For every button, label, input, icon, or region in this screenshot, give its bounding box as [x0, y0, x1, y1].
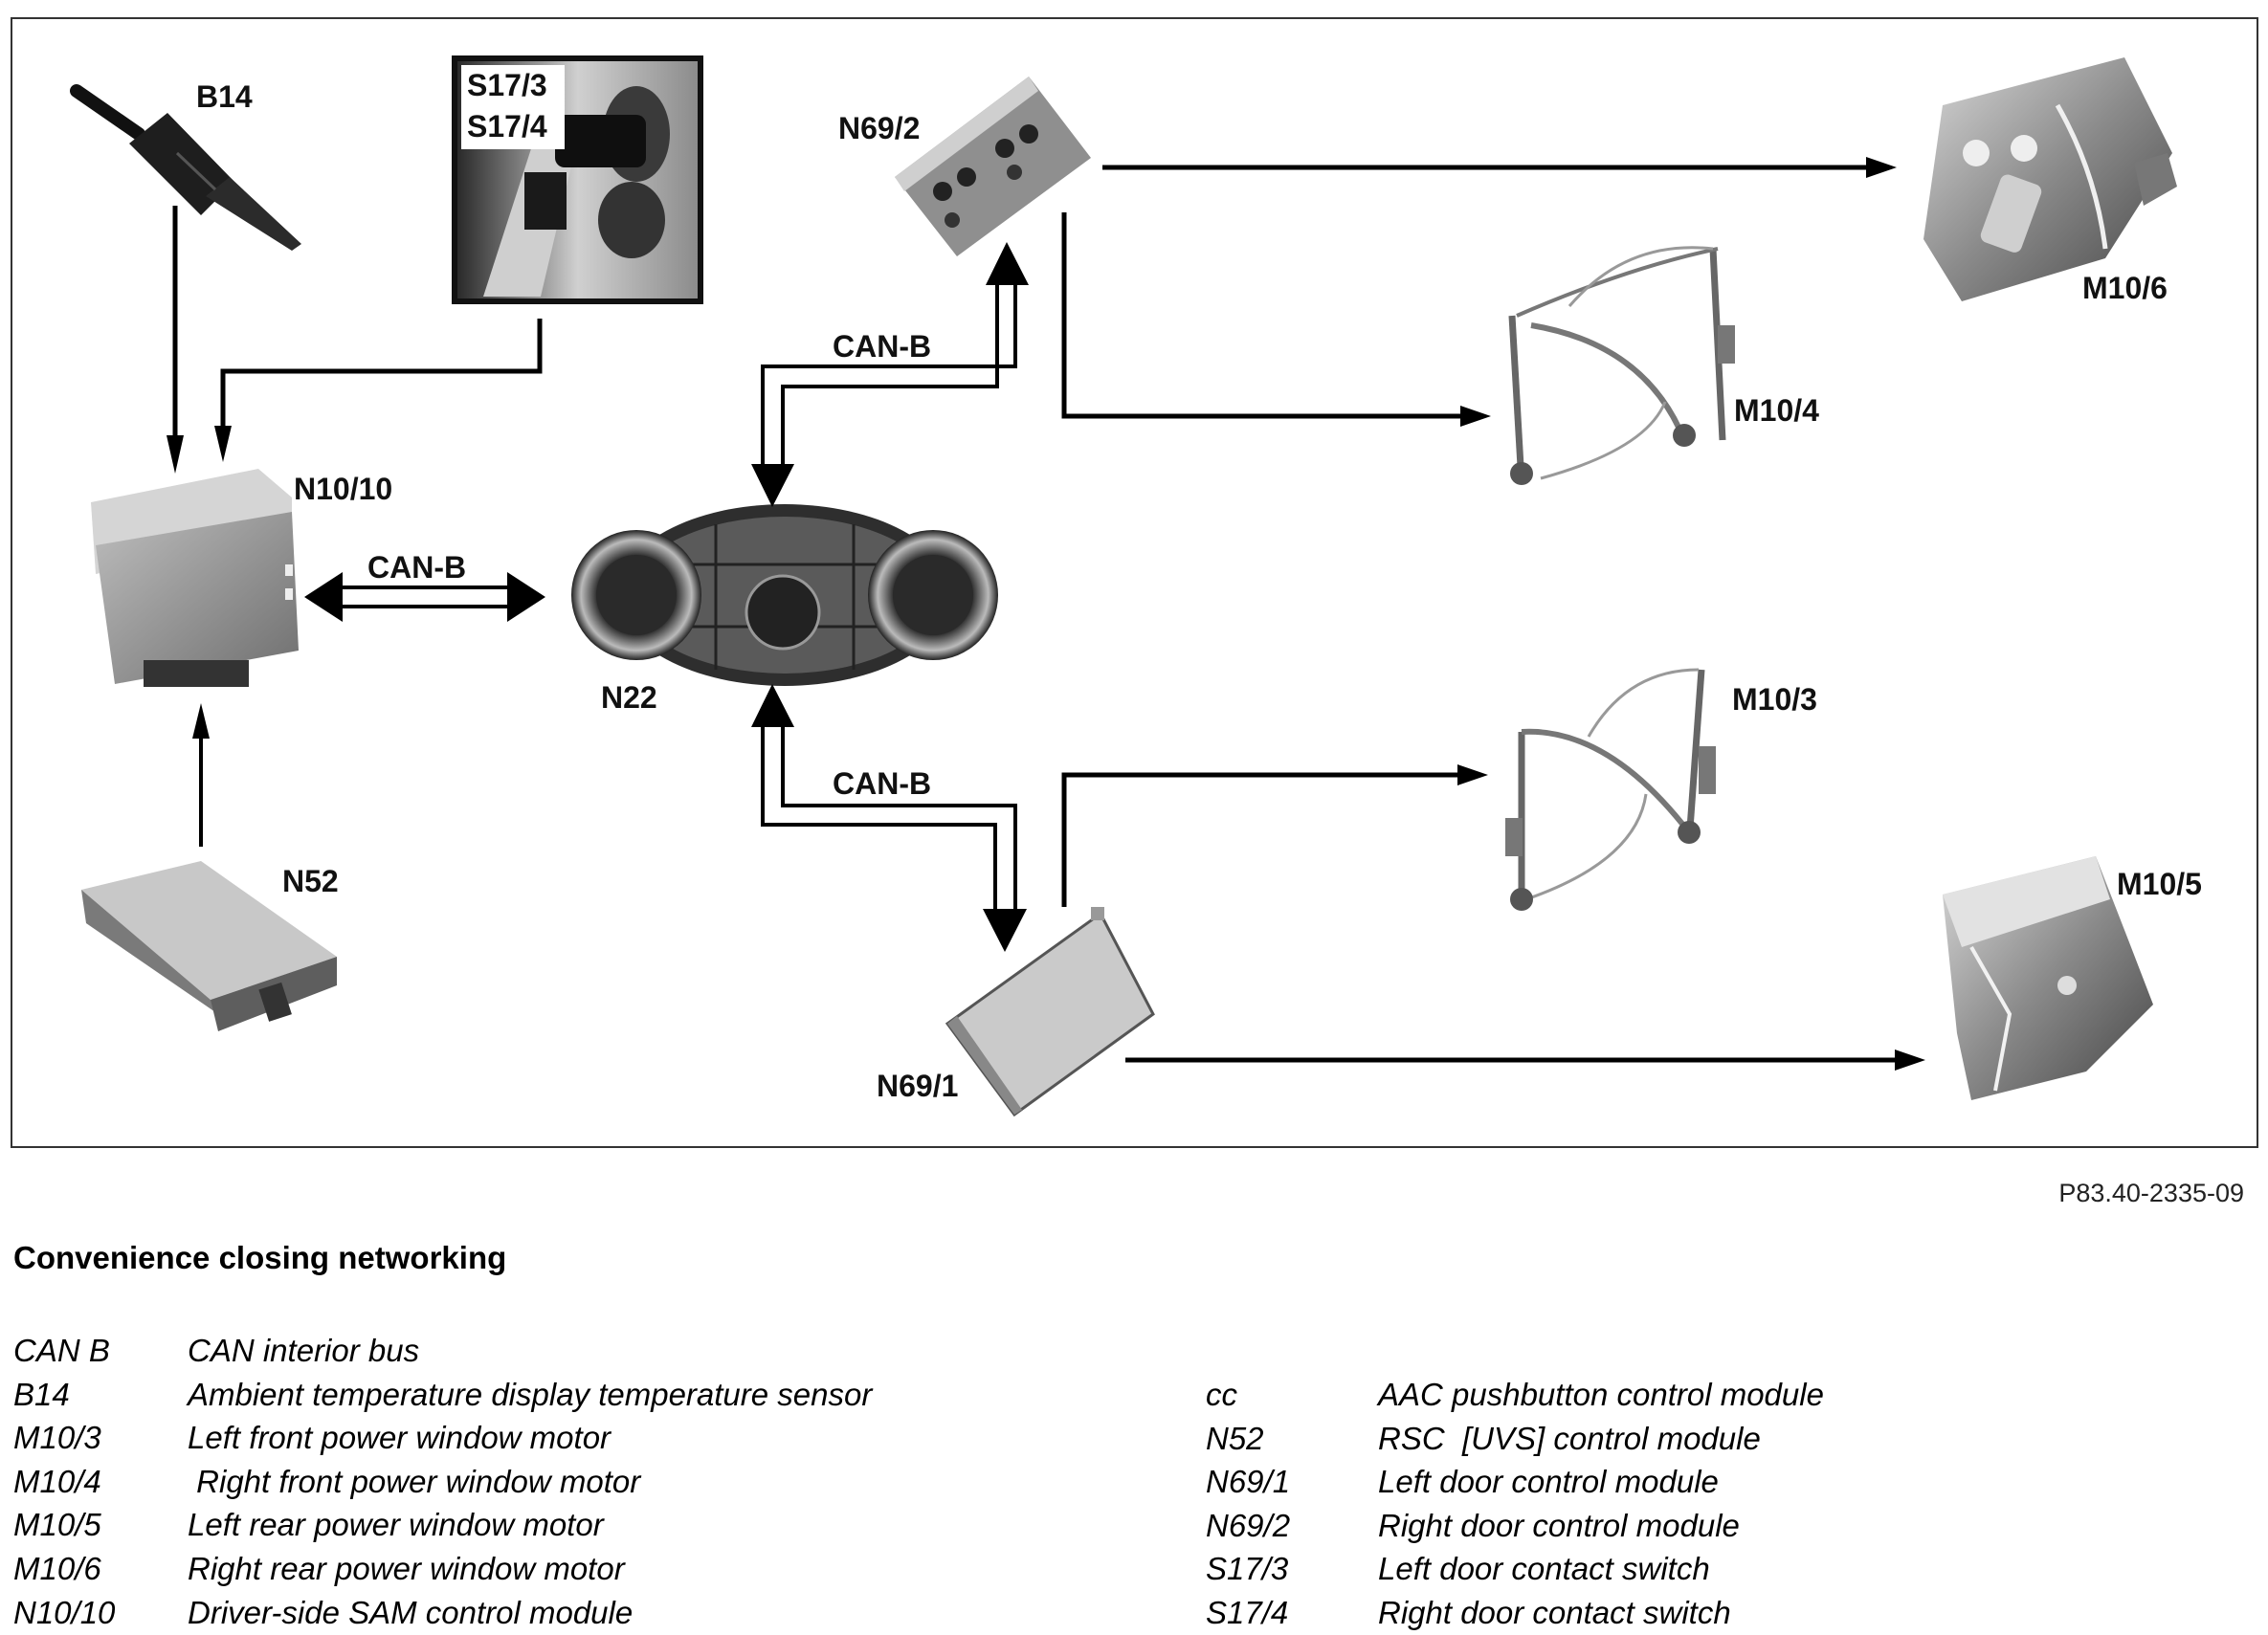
can-b-label-left: CAN-B: [367, 550, 466, 585]
legend-row: S17/3 Left door contact switch: [1206, 1547, 1824, 1591]
n69-1-label: N69/1: [877, 1069, 958, 1103]
can-b-link-n10-n22: [304, 572, 545, 622]
can-b-link-n22-n69-1: [751, 684, 1027, 952]
m10-4-window-regulator-icon: [1508, 246, 1735, 485]
m10-6-window-regulator-icon: [1923, 57, 2177, 301]
legend-row: cc AAC pushbutton control module: [1206, 1373, 1824, 1417]
n10-10-module-icon: [91, 469, 299, 687]
legend-desc: AAC pushbutton control module: [1378, 1377, 1824, 1412]
legend-key: N69/1: [1206, 1464, 1291, 1500]
legend-row: M10/3 Left front power window motor: [13, 1416, 872, 1460]
legend-row: N69/2 Right door control module: [1206, 1504, 1824, 1548]
legend-row: N52 RSC [UVS] control module: [1206, 1417, 1824, 1461]
legend-row: M10/4 Right front power window motor: [13, 1460, 872, 1504]
m10-4-label: M10/4: [1734, 393, 1819, 428]
m10-5-window-regulator-icon: [1943, 856, 2153, 1100]
n69-1-module-icon: [945, 907, 1155, 1117]
n69-1-to-m10-3-arrow: [1061, 764, 1488, 907]
n22-control-panel-icon: [571, 504, 998, 686]
legend-right-column: cc AAC pushbutton control module N52 RSC […: [1206, 1373, 1824, 1635]
legend-key: N69/2: [1206, 1507, 1291, 1543]
legend-desc: Left door contact switch: [1378, 1551, 1710, 1587]
legend-key: CAN B: [13, 1333, 110, 1368]
legend-desc: Right door control module: [1378, 1507, 1740, 1543]
n52-to-n10-arrow: [192, 703, 210, 847]
can-b-label-top: CAN-B: [833, 329, 931, 364]
m10-6-label: M10/6: [2082, 271, 2168, 305]
legend-desc: Ambient temperature display temperature …: [188, 1376, 873, 1412]
legend-desc: RSC [UVS] control module: [1378, 1420, 1761, 1456]
s17-door-switch-photo: [452, 55, 703, 304]
n69-2-to-m10-6-arrow: [1102, 157, 1897, 178]
s17-4-label: S17/4: [467, 109, 547, 144]
network-diagram: B14 S17/3 S17/4 N10/10 CAN-B: [11, 17, 2258, 1148]
n69-2-to-m10-4-arrow: [1061, 212, 1491, 427]
legend-key: M10/6: [13, 1550, 101, 1586]
legend-row: S17/4 Right door contact switch: [1206, 1591, 1824, 1635]
b14-label: B14: [196, 79, 253, 114]
legend-key: B14: [13, 1376, 70, 1412]
n69-2-label: N69/2: [838, 111, 920, 145]
can-b-label-bottom: CAN-B: [833, 766, 931, 801]
legend-desc: Left rear power window motor: [188, 1507, 604, 1543]
legend-key: M10/3: [13, 1420, 101, 1456]
caption-title: Convenience closing networking: [13, 1240, 507, 1275]
figure-reference-code: P83.40-2335-09: [2058, 1179, 2244, 1207]
legend-row: B14 Ambient temperature display temperatu…: [13, 1373, 872, 1417]
legend-desc: Left front power window motor: [188, 1420, 611, 1456]
legend-row: CAN B CAN interior bus: [13, 1329, 872, 1373]
legend-key: S17/3: [1206, 1551, 1289, 1587]
legend-key: M10/5: [13, 1507, 101, 1543]
b14-to-n10-arrow: [167, 206, 184, 474]
m10-5-label: M10/5: [2117, 867, 2202, 901]
legend-row: N10/10 Driver-side SAM control module: [13, 1591, 872, 1635]
n22-label: N22: [601, 680, 657, 715]
legend-row: N69/1 Left door control module: [1206, 1460, 1824, 1504]
legend-desc: Right rear power window motor: [188, 1550, 625, 1586]
m10-3-label: M10/3: [1732, 682, 1817, 717]
legend-key: N10/10: [13, 1594, 116, 1630]
n69-2-module-icon: [895, 77, 1091, 256]
legend-key: M10/4: [13, 1463, 101, 1499]
legend-key: S17/4: [1206, 1594, 1289, 1630]
n69-1-to-m10-5-arrow: [1125, 1049, 1925, 1071]
n10-10-label: N10/10: [294, 472, 392, 506]
legend-desc: Right front power window motor: [188, 1463, 641, 1499]
legend-key: N52: [1206, 1420, 1264, 1456]
n52-label: N52: [282, 864, 339, 898]
can-b-link-n22-n69-2: [751, 242, 1029, 507]
s17-3-label: S17/3: [467, 68, 547, 102]
legend-desc: Right door contact switch: [1378, 1594, 1731, 1630]
s17-to-n10-arrow: [214, 319, 543, 462]
n52-module-icon: [81, 861, 337, 1031]
m10-3-window-regulator-icon: [1505, 668, 1716, 911]
diagram-frame: [11, 17, 2258, 1148]
legend-row: M10/6 Right rear power window motor: [13, 1547, 872, 1591]
b14-sensor-icon: [70, 84, 301, 251]
legend-key: cc: [1206, 1377, 1237, 1412]
legend-desc: Driver-side SAM control module: [188, 1594, 634, 1630]
legend-left-column: CAN B CAN interior bus B14 Ambient tempera…: [13, 1329, 872, 1634]
legend-desc: Left door control module: [1378, 1464, 1719, 1500]
legend-desc: CAN interior bus: [188, 1333, 420, 1368]
legend-row: M10/5 Left rear power window motor: [13, 1503, 872, 1547]
